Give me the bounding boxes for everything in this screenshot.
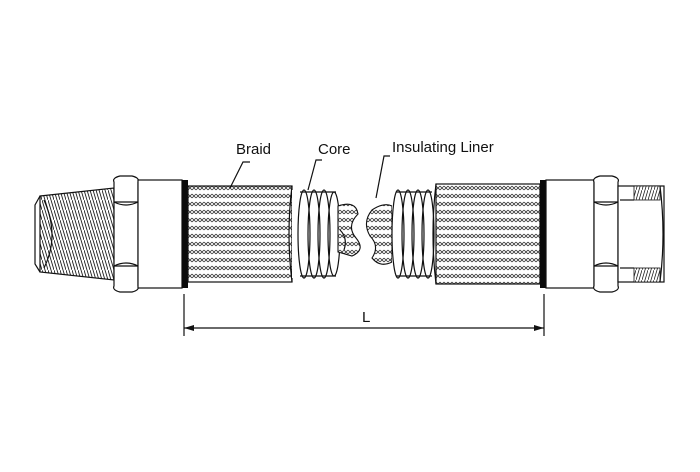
- braid-left: [187, 185, 293, 283]
- liner-leader: [375, 155, 390, 199]
- core-coils-right: [391, 188, 438, 280]
- insulating-liner-label: Insulating Liner: [392, 139, 494, 156]
- braid-label: Braid: [236, 141, 271, 158]
- length-dimension: [183, 294, 545, 336]
- braid-right: [432, 183, 541, 285]
- male-thread-left: [34, 187, 115, 281]
- liner-right: [365, 204, 393, 265]
- collar-right: [540, 179, 595, 289]
- core-coils-left: [292, 189, 341, 279]
- hex-nut-left: [113, 175, 139, 293]
- liner-left: [337, 203, 361, 257]
- collar-left: [137, 179, 188, 289]
- braid-leader: [229, 161, 250, 189]
- length-label: L: [362, 309, 370, 326]
- core-leader: [307, 159, 322, 191]
- female-thread-right: [617, 185, 665, 283]
- core-label: Core: [318, 141, 351, 158]
- hex-nut-right: [593, 175, 619, 293]
